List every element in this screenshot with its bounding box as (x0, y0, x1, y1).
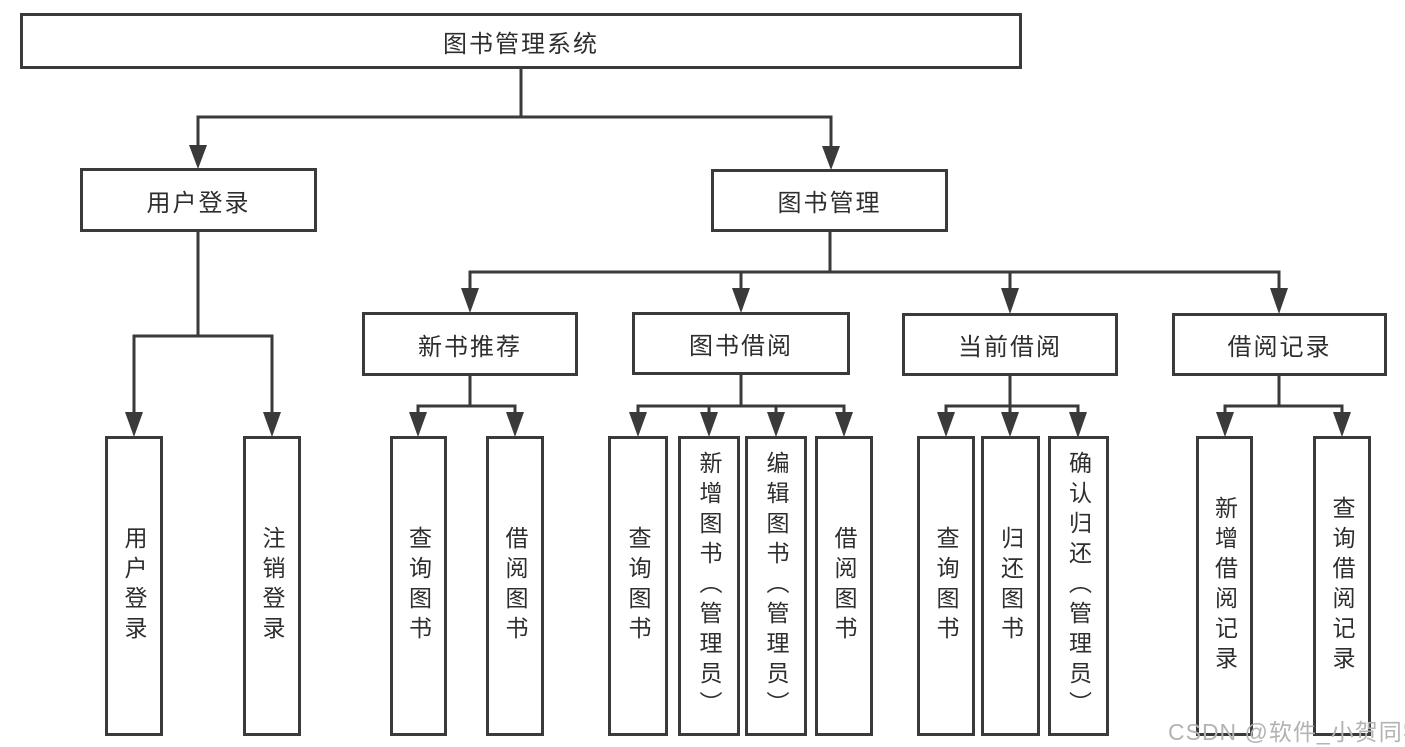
node-leaf-current-query-books-label: 查询图书 (933, 526, 959, 646)
node-leaf-recommend-query-books-label: 查询图书 (405, 526, 432, 646)
node-current-borrow: 当前借阅 (902, 313, 1118, 376)
node-book-management: 图书管理 (711, 169, 948, 232)
arrowhead-down-icon (263, 412, 281, 437)
arrowhead-down-icon (700, 412, 718, 437)
connector-borrow-children (629, 374, 853, 437)
node-leaf-return-books-label: 归还图书 (997, 526, 1024, 646)
node-root-label: 图书管理系统 (443, 30, 599, 58)
node-borrow-records: 借阅记录 (1172, 313, 1387, 376)
connector-recommend-children (409, 375, 524, 437)
arrowhead-down-icon (1216, 412, 1234, 437)
arrowhead-down-icon (835, 412, 853, 437)
arrowhead-down-icon (1270, 288, 1288, 314)
node-borrow-records-label: 借阅记录 (1227, 334, 1332, 361)
node-leaf-recommend-query-books: 查询图书 (390, 436, 447, 736)
arrowhead-down-icon (1333, 412, 1351, 437)
node-leaf-user-login-label: 用户登录 (121, 526, 147, 646)
node-leaf-borrow-query-books: 查询图书 (608, 436, 668, 736)
arrowhead-down-icon (629, 412, 647, 437)
connector-book-mgmt-to-level3 (461, 232, 1288, 314)
node-current-borrow-label: 当前借阅 (958, 334, 1062, 361)
arrowhead-down-icon (1001, 412, 1019, 437)
arrowhead-down-icon (822, 146, 840, 170)
node-leaf-user-login: 用户登录 (105, 436, 163, 736)
node-leaf-edit-books-admin: 编辑图书（管理员） (745, 436, 807, 736)
node-root: 图书管理系统 (20, 13, 1022, 69)
arrowhead-down-icon (125, 412, 143, 437)
arrowhead-down-icon (732, 288, 750, 313)
watermark: CSDN @软件_小贺同学 (1168, 719, 1405, 745)
node-leaf-add-books-admin-label: 新增图书（管理员） (696, 451, 722, 721)
node-new-book-recommend: 新书推荐 (362, 312, 578, 376)
arrowhead-down-icon (1069, 412, 1087, 438)
node-leaf-logout: 注销登录 (243, 436, 301, 736)
node-leaf-query-borrow-record: 查询借阅记录 (1313, 436, 1371, 736)
node-leaf-borrow-books-label: 借阅图书 (831, 526, 857, 646)
arrowhead-down-icon (1001, 288, 1019, 314)
node-leaf-logout-label: 注销登录 (259, 526, 285, 646)
node-leaf-add-books-admin: 新增图书（管理员） (678, 436, 740, 736)
node-book-borrow: 图书借阅 (632, 312, 850, 375)
node-leaf-confirm-return-admin: 确认归还（管理员） (1048, 436, 1109, 736)
node-user-login-label: 用户登录 (146, 189, 251, 217)
node-book-borrow-label: 图书借阅 (689, 333, 793, 360)
connector-user-login-children (125, 231, 281, 437)
node-new-book-recommend-label: 新书推荐 (418, 333, 522, 361)
node-leaf-edit-books-admin-label: 编辑图书（管理员） (763, 451, 789, 721)
node-book-management-label: 图书管理 (777, 190, 882, 217)
arrowhead-down-icon (461, 288, 479, 313)
connector-records-children (1216, 375, 1351, 437)
arrowhead-down-icon (409, 412, 427, 437)
node-leaf-add-borrow-record-label: 新增借阅记录 (1211, 496, 1238, 676)
node-leaf-borrow-query-books-label: 查询图书 (625, 526, 651, 646)
connector-current-children (937, 375, 1087, 438)
arrowhead-down-icon (767, 412, 785, 437)
node-leaf-add-borrow-record: 新增借阅记录 (1196, 436, 1253, 736)
arrowhead-down-icon (937, 412, 955, 437)
node-leaf-return-books: 归还图书 (981, 436, 1040, 736)
node-leaf-confirm-return-admin-label: 确认归还（管理员） (1065, 451, 1092, 721)
node-leaf-recommend-borrow-books: 借阅图书 (486, 436, 544, 736)
node-leaf-borrow-books: 借阅图书 (815, 436, 873, 736)
node-leaf-current-query-books: 查询图书 (917, 436, 975, 736)
node-leaf-query-borrow-record-label: 查询借阅记录 (1329, 496, 1355, 676)
connector-root-to-level2 (189, 68, 840, 170)
node-user-login: 用户登录 (80, 168, 317, 232)
node-leaf-recommend-borrow-books-label: 借阅图书 (502, 526, 528, 646)
arrowhead-down-icon (189, 145, 207, 169)
arrowhead-down-icon (506, 412, 524, 437)
